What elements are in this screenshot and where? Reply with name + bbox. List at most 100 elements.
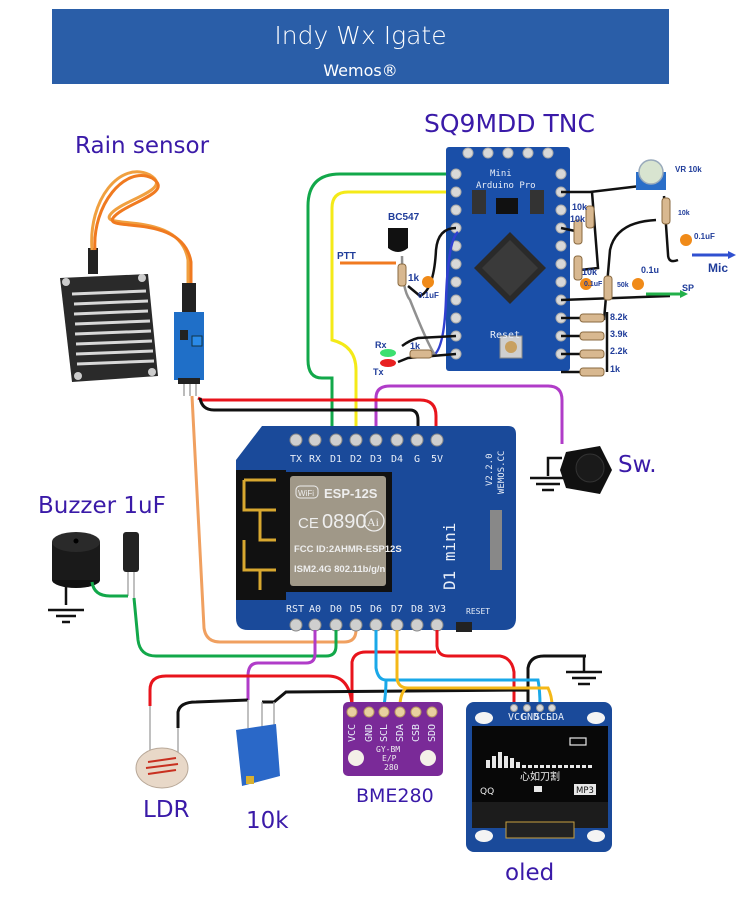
wifi-badge: WiFi [298,489,314,498]
label-c-a0: 0.1uF [584,281,603,288]
bme280-pin-labels: VCC GND SCL SDA CSB SDO [347,724,438,742]
rain-sensor-cable [90,170,193,285]
pin-label: D1 [330,454,342,465]
label-bc547: BC547 [388,212,420,223]
label-sp: SP [682,283,695,293]
tnc-board-text-mini: Mini [490,169,512,179]
fcc-id: FCC ID:2AHMR-ESP12S [294,544,402,555]
ceramic-capacitors [422,234,692,290]
pin-label: VCC [347,724,358,742]
wire-orange-rain-d5 [190,395,358,644]
rain-sensor-plate [60,248,158,382]
pin-label: SDO [427,724,438,742]
label-switch: Sw. [618,452,657,478]
oled-screen-text: 心如刀割 [520,770,560,783]
label-r-led: 1k [410,341,421,351]
pin-label: D4 [391,454,403,465]
pin-label: GND [364,724,375,742]
label-dac-r1: 8.2k [610,312,628,322]
pin-label: D3 [370,454,382,465]
wemos-d1-mini-board [236,426,516,632]
bme280-text-3: 280 [384,763,399,772]
label-ptt: PTT [337,251,356,262]
label-c-sp: 0.1u [641,265,660,275]
ce-number: 0890 [322,511,367,533]
wire-black-oled-gnd [526,654,586,706]
wire-black-rain-g [198,397,420,438]
label-r2: 10k [570,214,586,224]
oled-pin-labels: VCC GND SCL SDA [508,712,564,723]
wire-buzzer-cap [90,581,128,598]
pin-label: RST [286,604,304,615]
board-name: D1 mini [440,523,459,590]
tnc-arduino-pro-mini [446,147,570,371]
trimmer-pot-10k [236,700,280,786]
wire-red-bme-vcc [350,650,436,706]
pin-label: D2 [350,454,362,465]
pin-label: SCL [534,712,552,723]
oled-board [466,702,612,852]
tnc-left-pins [450,168,462,360]
label-buzzer: Buzzer 1uF [38,493,166,519]
label-rain-sensor: Rain sensor [75,133,210,159]
pin-label: 5V [431,454,443,465]
tnc-board-text-arduino: Arduino Pro [476,181,536,191]
pin-label: CSB [411,724,422,742]
bme280-text-2: E/P [382,754,397,763]
pin-label: A0 [309,604,321,615]
label-r-50k: 50k [617,282,629,289]
label-r-base: 1k [408,273,420,284]
oled-mp3-badge-bg [574,784,596,795]
ce-mark: CE [298,515,319,532]
pin-label: VCC [508,712,526,723]
pin-label: RX [309,454,321,465]
label-dac-r4: 1k [610,364,621,374]
ground-symbol-oled [566,656,602,686]
wire-red-3v3 [435,630,516,706]
bme280-text-1: GY-BM [376,745,400,754]
ai-logo-ring [363,510,385,532]
wire-gold-d7-sda [395,630,554,707]
ism-band: ISM2.4G 802.11b/g/n [294,564,386,575]
label-dac-r2: 3.9k [610,329,628,339]
electrolytic-capacitor-1uf [123,532,139,598]
wire-purple-a0-pot [246,630,317,700]
label-r1: 10k [572,202,588,212]
pin-label: SCL [379,724,390,742]
wires-top [190,172,564,644]
wire-black-ldr [176,698,249,728]
label-oled: oled [505,860,555,886]
label-vr: VR 10k [675,165,702,174]
wire-green-txo-d1 [306,172,452,438]
diagram-title: Indy Wx Igate [274,21,447,50]
pin-label: GND [521,712,539,723]
wire-red-ldr-vcc [148,674,354,707]
oled-mp3-badge: MP3 [576,786,594,796]
bc547-transistor [388,228,408,252]
label-rx: Rx [375,340,387,350]
tnc-right-pins [555,168,567,360]
bme280-board [343,702,443,776]
pin-label: D6 [370,604,382,615]
pin-label: 3V3 [428,604,446,615]
wire-green-d0 [132,597,338,658]
buzzer [52,532,100,588]
pin-label: D8 [411,604,423,615]
board-version: V2.2.0 [485,453,495,486]
resistors [397,197,671,377]
trimmer-vr10k [636,159,666,190]
label-c-mic: 0.1uF [694,232,715,241]
reset-label: RESET [466,607,490,616]
oled-qq-text: QQ [480,787,494,797]
label-pot-10k: 10k [246,808,289,834]
label-c-ptt: 0.1uF [418,291,439,300]
wire-red-rain-5v [197,396,438,438]
pin-label: D0 [330,604,342,615]
label-dac-r3: 2.2k [610,346,628,356]
tnc-reset-label: Reset [490,330,520,341]
rain-sensor-module [174,283,204,396]
label-bme280: BME280 [356,785,434,807]
pin-label: TX [290,454,302,465]
label-tnc: SQ9MDD TNC [424,109,595,138]
